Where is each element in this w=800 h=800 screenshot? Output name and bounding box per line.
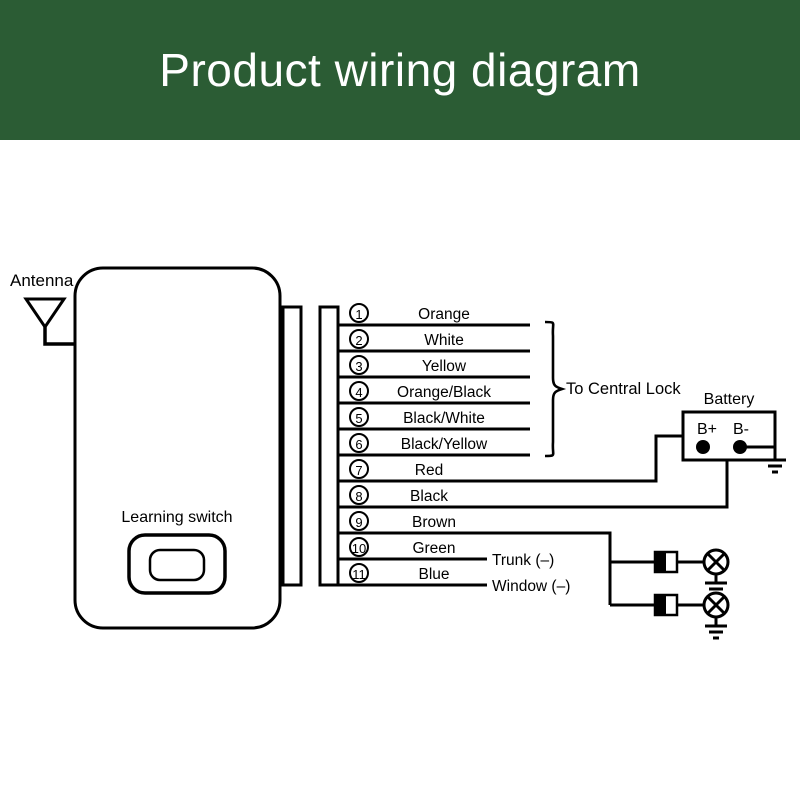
wire-line-red-to-bplus — [338, 434, 697, 483]
wire-row: 11 Blue Window (–) — [338, 563, 570, 595]
pin-circle — [349, 329, 369, 349]
pin-number: 4 — [355, 385, 362, 400]
wire-color-label: Brown — [412, 514, 456, 531]
central-lock-label: To Central Lock — [566, 380, 681, 398]
central-lock-group: To Central Lock — [544, 320, 681, 458]
wire-row: 3 Yellow — [338, 355, 530, 379]
pin-number: 2 — [355, 333, 362, 348]
page-title: Product wiring diagram — [159, 44, 641, 96]
pin-circle — [349, 537, 369, 557]
learning-switch-label: Learning switch — [121, 509, 232, 526]
wire-row: 1 Orange — [338, 303, 530, 327]
antenna-assembly: Antenna — [10, 271, 75, 346]
trunk-label: Trunk (–) — [492, 552, 554, 569]
connector-bar-outer — [318, 305, 340, 587]
lamp-icon-window — [702, 591, 730, 619]
pin-circle — [349, 381, 369, 401]
control-module — [73, 266, 282, 630]
connector-bars — [281, 305, 340, 587]
wire-row: 9 Brown — [338, 511, 655, 607]
battery-module: Battery B+ B- — [681, 391, 786, 474]
relay-fill-trunk — [655, 552, 666, 572]
wire-row: 2 White — [338, 329, 530, 353]
header-band — [0, 0, 800, 140]
pin-number: 10 — [352, 541, 366, 556]
battery-label: Battery — [704, 391, 755, 408]
wire-row: 4 Orange/Black — [338, 381, 530, 405]
wire-row: 8 Black — [338, 436, 729, 509]
wire-row: 7 Red — [338, 434, 697, 483]
lamp-icon-trunk — [702, 548, 730, 576]
pin-number: 6 — [355, 437, 362, 452]
window-label: Window (–) — [492, 578, 570, 595]
pin-circle — [349, 303, 369, 323]
learning-switch-button[interactable] — [148, 548, 206, 582]
battery-negative-label: B- — [733, 421, 749, 438]
pin-circle — [349, 407, 369, 427]
wire-row: 10 Green Trunk (–) — [338, 537, 554, 569]
pin-circle — [349, 511, 369, 531]
wire-color-label: Yellow — [422, 358, 467, 375]
wire-color-label: Blue — [418, 566, 449, 583]
pin-circle — [349, 485, 369, 505]
pin-number: 7 — [355, 463, 362, 478]
wire-color-label: Red — [415, 462, 443, 479]
wire-row: 5 Black/White — [338, 407, 530, 431]
load-circuit-window — [653, 591, 730, 640]
pin-number: 8 — [355, 489, 362, 504]
wire-color-label: Black/White — [403, 410, 485, 427]
battery-ground-lead — [740, 445, 777, 459]
pin-circle — [349, 355, 369, 375]
load-circuit-trunk — [653, 548, 730, 597]
pin-number: 9 — [355, 515, 362, 530]
pin-number: 3 — [355, 359, 362, 374]
pin-circle — [349, 563, 369, 583]
module-housing — [73, 266, 282, 630]
antenna-label: Antenna — [10, 271, 74, 290]
central-lock-brace — [544, 320, 567, 458]
learning-switch[interactable]: Learning switch — [121, 509, 233, 595]
wire-row: 6 Black/Yellow — [338, 433, 530, 457]
pin-number: 11 — [352, 567, 366, 582]
wire-color-label: Orange — [418, 306, 470, 323]
connector-bar-inner — [281, 305, 303, 587]
wire-color-label: Orange/Black — [397, 384, 491, 401]
pin-number: 1 — [355, 307, 362, 322]
ground-icon — [705, 624, 727, 640]
wire-color-label: White — [424, 332, 464, 349]
ground-icon — [764, 458, 786, 474]
pin-circle — [349, 459, 369, 479]
antenna-icon — [23, 297, 67, 330]
wire-line-brown-feed — [338, 531, 612, 605]
pin-circle — [349, 433, 369, 453]
wire-color-label: Black/Yellow — [401, 436, 488, 453]
antenna-lead — [43, 327, 75, 346]
pin-number: 5 — [355, 411, 362, 426]
battery-positive-terminal — [696, 440, 710, 454]
wire-color-label: Black — [410, 488, 448, 505]
wire-color-label: Green — [412, 540, 455, 557]
wire-line-black-to-bminus — [338, 436, 729, 509]
relay-fill-window — [655, 595, 666, 615]
battery-positive-label: B+ — [697, 421, 717, 438]
